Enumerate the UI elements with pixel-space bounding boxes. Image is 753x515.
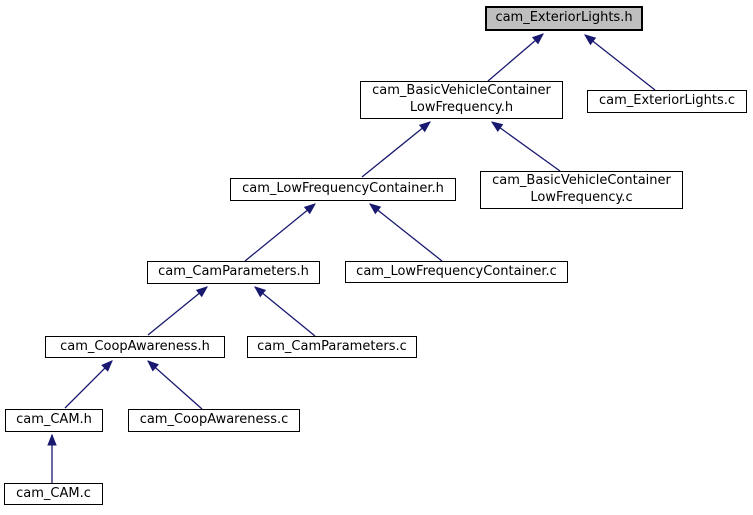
- node-cam-lowfrequencycontainer-c[interactable]: cam_LowFrequencyContainer.c: [345, 261, 568, 283]
- edge-exteriorlightsc-to-exteriorlightsh: [585, 35, 656, 91]
- node-cam-cam-h[interactable]: cam_CAM.h: [5, 409, 103, 432]
- node-cam-coopawareness-h[interactable]: cam_CoopAwareness.h: [45, 336, 225, 358]
- node-cam-exteriorlights-c[interactable]: cam_ExteriorLights.c: [587, 90, 747, 113]
- edge-camh-to-coopawarenessh: [64, 361, 112, 409]
- node-cam-coopawareness-c[interactable]: cam_CoopAwareness.c: [128, 409, 300, 432]
- edge-coopawarenessh-to-camparamsh: [147, 287, 207, 336]
- node-cam-camparameters-h[interactable]: cam_CamParameters.h: [147, 261, 320, 284]
- edge-basicvehiclec-to-basicvehicleh: [492, 122, 561, 172]
- node-cam-basicvehiclecontainerlowfrequency-c[interactable]: cam_BasicVehicleContainer LowFrequency.c: [480, 171, 683, 209]
- node-cam-lowfrequencycontainer-h[interactable]: cam_LowFrequencyContainer.h: [230, 178, 456, 201]
- node-cam-cam-c[interactable]: cam_CAM.c: [4, 483, 103, 505]
- node-cam-camparameters-c[interactable]: cam_CamParameters.c: [247, 336, 417, 358]
- node-cam-exteriorlights-h: cam_ExteriorLights.h: [485, 6, 643, 31]
- node-cam-basicvehiclecontainerlowfrequency-h[interactable]: cam_BasicVehicleContainer LowFrequency.h: [360, 81, 563, 119]
- edge-lowfreqh-to-basicvehicleh: [361, 122, 430, 178]
- edge-coopawarenessc-to-coopawarenessh: [148, 361, 203, 410]
- edge-lowfreqc-to-lowfreqh: [370, 204, 443, 262]
- edge-camparamsh-to-lowfreqh: [244, 204, 315, 262]
- edge-basicvehicleh-to-exteriorlightsh: [487, 34, 543, 82]
- edge-camparamsc-to-camparamsh: [255, 287, 316, 337]
